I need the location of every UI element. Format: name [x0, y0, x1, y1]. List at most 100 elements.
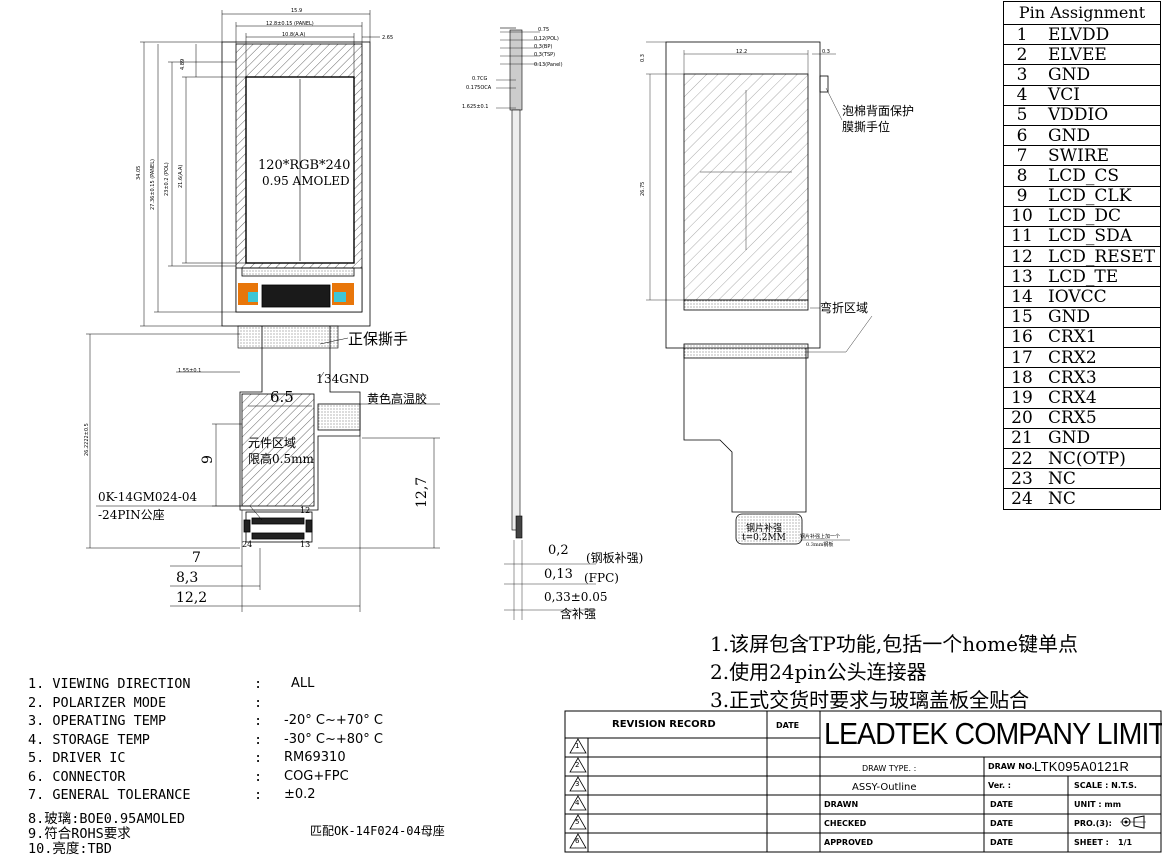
- spec-label: 5. DRIVER IC: [28, 750, 126, 766]
- front-view: [86, 10, 440, 612]
- spec-value: ±0.2: [284, 787, 316, 802]
- spec-colon: :: [254, 731, 263, 748]
- spec-label: 1. VIEWING DIRECTION: [28, 676, 191, 692]
- side-dim-8: 1.625±0.1: [462, 104, 489, 110]
- sheet-label: SHEET :: [1074, 838, 1109, 847]
- pin-signal: GND: [1040, 64, 1161, 86]
- spec-colon: :: [254, 787, 263, 803]
- pin-number: 9: [1003, 185, 1040, 207]
- dim-9: 9: [200, 455, 216, 464]
- pin-signal: SWIRE: [1040, 145, 1161, 167]
- steel-callout-3: 钢片补强上加一个: [800, 534, 841, 540]
- pin-signal: LCD_DC: [1040, 205, 1161, 227]
- pin-number: 13: [1003, 266, 1040, 288]
- pin-signal: NC: [1040, 468, 1161, 490]
- revision-number: 6: [575, 837, 580, 845]
- spec-rohs: 9.符合ROHS要求: [28, 826, 131, 842]
- date-label-2: DATE: [990, 819, 1014, 828]
- dim-pol-height: 23±0.2 (POL): [164, 162, 170, 196]
- spec-label: 3. OPERATING TEMP: [28, 713, 167, 729]
- fpc-thickness: 0,13: [544, 567, 573, 582]
- component-area-callout: 元件区域: [248, 436, 297, 450]
- pin-number: 18: [1003, 367, 1040, 389]
- title-block-grid: [564, 710, 1162, 853]
- spec-label: 6. CONNECTOR: [28, 768, 126, 785]
- pin-signal: IOVCC: [1040, 286, 1161, 308]
- checked-label: CHECKED: [824, 819, 867, 828]
- spec-glass: 8.玻璃:BOE0.95AMOLED: [28, 811, 186, 827]
- mating-connector-note: 匹配OK-14F024-04母座: [310, 824, 445, 838]
- dim-top-offset: 4.89: [180, 58, 186, 70]
- steel-stiffener: [735, 513, 803, 545]
- pin-number: 10: [1003, 205, 1040, 227]
- pin-number: 16: [1003, 326, 1040, 349]
- pin-signal: LCD_SDA: [1040, 225, 1161, 248]
- total-note: 含补强: [560, 607, 597, 621]
- back-dim-height: 26.75: [640, 181, 646, 196]
- back-dim-top-right: 0.3: [822, 49, 830, 55]
- spec-label: 7. GENERAL TOLERANCE: [28, 787, 191, 803]
- pin-signal: VCI: [1040, 84, 1161, 106]
- ver-label: Ver. :: [988, 781, 1012, 790]
- side-dim-2: 0.12(POL): [534, 36, 559, 42]
- pin-number: 3: [1003, 64, 1040, 86]
- pin-number: 15: [1003, 306, 1040, 328]
- pin-number: 5: [1003, 104, 1040, 126]
- pin-signal: GND: [1040, 427, 1161, 449]
- pin-number: 24: [1003, 488, 1040, 510]
- bend-area-callout: 弯折区域: [820, 301, 869, 315]
- side-dim-5: 0.13(Panel): [534, 62, 563, 68]
- dim-right-offset: 2.65: [382, 35, 394, 41]
- steel-callout-2: t=0.2MM: [742, 533, 786, 543]
- side-dim-3: 0.3(BP): [534, 44, 553, 50]
- dim-8-3: 8,3: [176, 570, 199, 586]
- dim-overall-height: 34.05: [136, 165, 142, 180]
- side-view: [496, 27, 596, 620]
- approved-label: APPROVED: [824, 838, 873, 847]
- pin-number: 6: [1003, 124, 1040, 147]
- note-3: 3.正式交货时要求与玻璃盖板全贴合: [710, 688, 1030, 712]
- connector-part-number: 0K-14GM024-04: [98, 490, 198, 504]
- draw-type-label: DRAW TYPE. :: [862, 764, 917, 773]
- pin-number: 14: [1003, 286, 1040, 308]
- draw-type-value: ASSY-Outline: [852, 782, 917, 793]
- back-dim-top-left: 0.3: [640, 54, 646, 62]
- spec-colon: :: [254, 713, 263, 729]
- driver-ic-block: [261, 284, 331, 308]
- revision-date-header: DATE: [776, 721, 800, 730]
- company-name: LEADTEK COMPANY LIMITED: [824, 716, 1162, 751]
- yellow-tape: [317, 403, 361, 431]
- pin-number: 2: [1003, 44, 1040, 66]
- spec-value: -30° C~+80° C: [284, 731, 383, 747]
- back-view: [646, 41, 873, 545]
- dim-small: 1.55±0.1: [178, 368, 202, 374]
- revision-triangles: [569, 738, 587, 849]
- spec-value: COG+FPC: [284, 768, 349, 784]
- revision-number: 4: [575, 799, 580, 807]
- dim-panel-height: 27.36±0.15 (PANEL): [150, 159, 156, 210]
- revision-number: 3: [575, 780, 580, 788]
- pin-number: 17: [1003, 346, 1040, 369]
- pin-signal: CRX4: [1040, 387, 1161, 409]
- pin-12-marker: 12: [300, 506, 311, 515]
- side-dim-7: 0.175OCA: [466, 85, 492, 91]
- pin-24-marker: 24: [242, 540, 253, 549]
